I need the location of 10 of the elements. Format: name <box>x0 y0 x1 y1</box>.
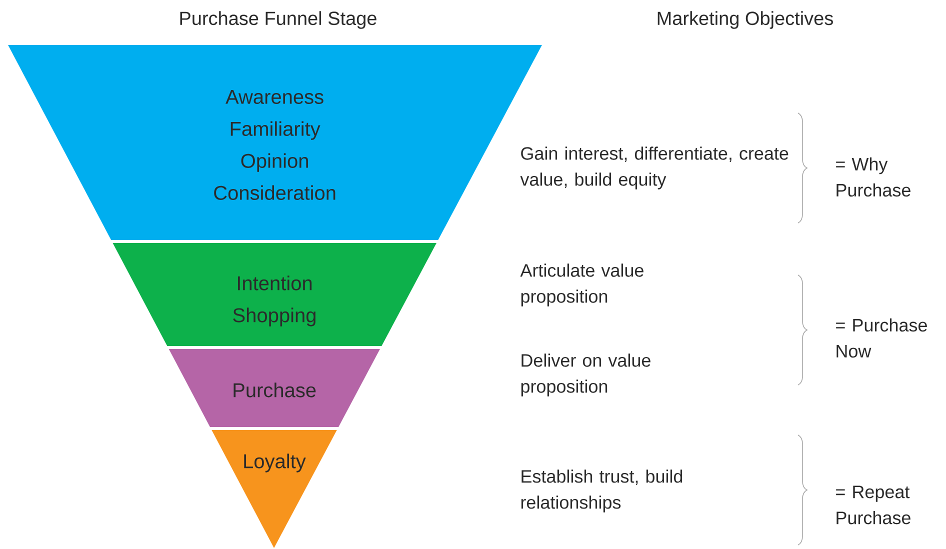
result-text: = Purchase Now <box>836 318 927 358</box>
result-text: = Why Purchase <box>836 157 910 197</box>
column-heading: Marketing Objectives <box>658 11 833 29</box>
funnel-band: Loyalty <box>212 430 337 548</box>
funnel-band: Intention Shopping <box>112 243 436 346</box>
objective-text: Establish trust, build relationships <box>521 470 682 512</box>
objective-text: Deliver on value proposition <box>521 354 650 396</box>
funnel-band: Purchase <box>168 349 380 427</box>
objective-text: Articulate value proposition <box>520 264 644 306</box>
result-text: = Repeat Purchase <box>836 486 910 524</box>
